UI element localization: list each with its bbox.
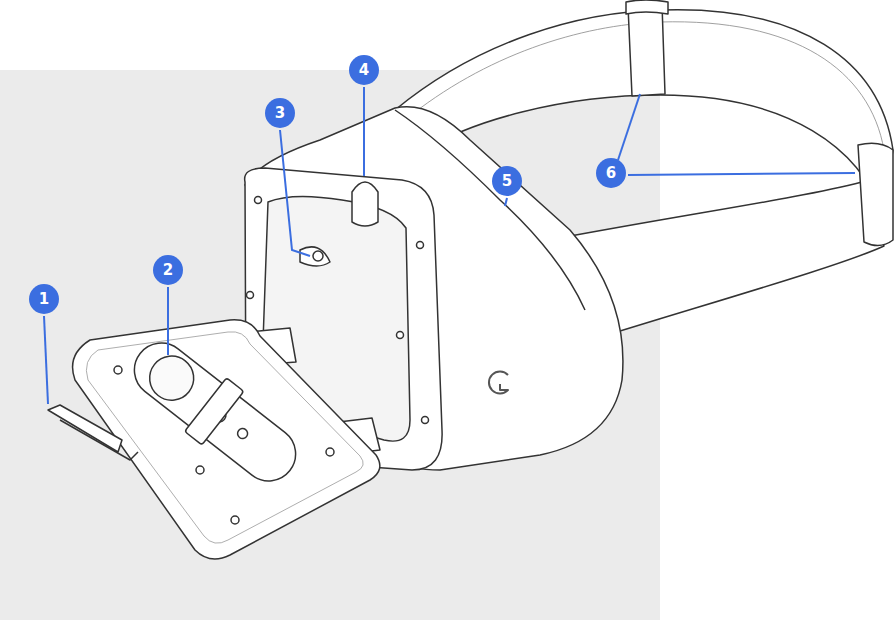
latch-loop xyxy=(60,420,138,460)
buckle-tab xyxy=(626,0,668,14)
screw xyxy=(326,448,334,456)
screw xyxy=(417,242,424,249)
leader-line xyxy=(363,87,365,176)
screw xyxy=(397,332,404,339)
screw xyxy=(422,417,429,424)
leader-line xyxy=(280,130,310,256)
callout-number: 4 xyxy=(349,55,379,85)
door-rim xyxy=(86,332,363,543)
screw xyxy=(255,197,262,204)
leader-line xyxy=(505,198,507,206)
controller xyxy=(119,327,311,498)
backdrop xyxy=(0,70,660,620)
phone-clip xyxy=(300,247,330,266)
leader-line xyxy=(628,173,855,175)
screw xyxy=(247,292,254,299)
callout-number: 2 xyxy=(153,255,183,285)
button xyxy=(352,182,378,226)
strap-buckle xyxy=(628,4,665,96)
screw xyxy=(114,366,122,374)
latch xyxy=(48,405,122,452)
callout-number: 3 xyxy=(265,98,295,128)
leader-line xyxy=(618,94,640,160)
rear-adjuster xyxy=(858,143,893,245)
headset xyxy=(48,0,893,559)
callout-number: 6 xyxy=(596,158,626,188)
screw xyxy=(196,466,204,474)
screw xyxy=(231,516,239,524)
leader-line xyxy=(167,287,169,355)
leader-lines xyxy=(44,87,855,404)
callout-number: 1 xyxy=(29,284,59,314)
leader-line xyxy=(44,316,48,404)
clip-dot xyxy=(313,251,323,261)
callout-number: 5 xyxy=(492,166,522,196)
logo xyxy=(489,372,508,394)
